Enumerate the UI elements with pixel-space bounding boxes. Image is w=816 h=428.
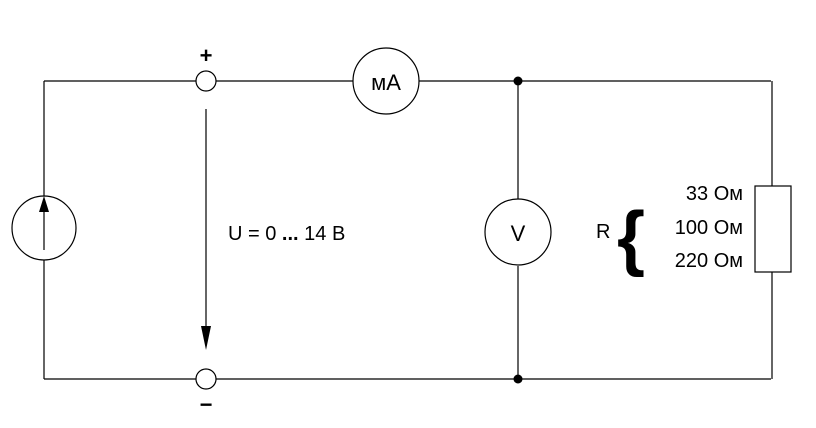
resistor-value-1: 33 Ом xyxy=(686,183,743,205)
current-source-arrow-head xyxy=(39,196,49,212)
voltage-label-suffix: 14 В xyxy=(299,223,346,245)
junction-bottom xyxy=(513,374,523,384)
voltmeter-circle xyxy=(484,198,552,266)
resistor-body xyxy=(754,185,792,273)
wires xyxy=(43,80,773,380)
voltage-label: U = 0 ... 14 В xyxy=(228,223,345,245)
current-source xyxy=(11,195,77,261)
ammeter: мА xyxy=(352,47,420,115)
resistor-value-3: 220 Ом xyxy=(675,250,743,272)
terminal-negative xyxy=(195,368,217,390)
junction-top xyxy=(513,76,523,86)
terminal-positive-sign: + xyxy=(200,43,213,68)
voltage-arrow xyxy=(201,109,211,350)
voltmeter: V xyxy=(484,198,552,266)
ammeter-label: мА xyxy=(371,70,401,95)
terminal-positive xyxy=(195,70,217,92)
voltmeter-label: V xyxy=(511,221,526,246)
resistor-name: R xyxy=(596,221,610,243)
resistor-brace: { xyxy=(617,198,645,278)
resistor: R { 33 Ом 100 Ом 220 Ом xyxy=(596,183,792,278)
ammeter-circle xyxy=(352,47,420,115)
voltage-label-dots: ... xyxy=(282,223,299,245)
terminal-negative-sign: − xyxy=(200,392,213,417)
voltage-label-prefix: U = 0 xyxy=(228,223,282,245)
resistor-value-2: 100 Ом xyxy=(675,217,743,239)
voltage-arrow-head xyxy=(201,326,211,350)
